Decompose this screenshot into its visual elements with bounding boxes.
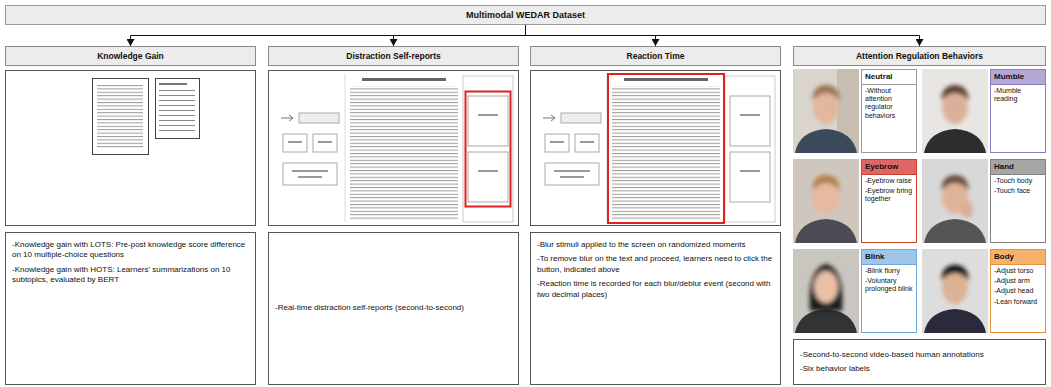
behavior-description: -Lean forward (991, 298, 1045, 306)
category-header: Attention Regulation Behaviors (793, 46, 1046, 66)
behavior-name: Neutral (862, 70, 916, 85)
header-text: Reaction Time (627, 51, 685, 61)
behavior-description: -Touch face (991, 187, 1045, 195)
description-box: -Blur stimuli applied to the screen on r… (530, 232, 781, 385)
reaction-time-screenshot (531, 71, 781, 226)
dataset-box: Multimodal WEDAR Dataset (5, 5, 1046, 25)
behavior-name: Hand (991, 160, 1045, 175)
behavior-description: -Mumble reading (991, 87, 1045, 104)
behavior-name: Mumble (991, 70, 1045, 85)
header-text: Knowledge Gain (97, 51, 164, 61)
connector-arrow (131, 25, 526, 46)
behavior-name: Body (991, 250, 1045, 265)
category-header: Knowledge Gain (5, 46, 256, 66)
participant-photo (922, 159, 988, 243)
description-box: -Real-time distraction self-reports (sec… (268, 232, 519, 385)
behavior-name: Eyebrow (862, 160, 916, 175)
connector-arrow (394, 25, 526, 46)
quiz-sheets-panel (6, 71, 256, 226)
behavior-name: Blink (862, 250, 916, 265)
description-text: -To remove blur on the text and proceed,… (537, 254, 774, 275)
behavior-label-box: Neutral -Without attention regulator beha… (861, 69, 917, 153)
description-text: -Reaction time is recorded for each blur… (537, 279, 774, 300)
description-text: -Blur stimuli applied to the screen on r… (537, 240, 774, 250)
participant-photo (922, 69, 988, 153)
box-title: Multimodal WEDAR Dataset (466, 10, 585, 20)
behavior-label-box: Body -Adjust torso -Adjust arm -Adjust head… (990, 249, 1046, 333)
behavior-description: -Adjust head (991, 287, 1045, 295)
behavior-description: -Without attention regulator behaviors (862, 87, 916, 121)
connector-arrow (526, 25, 920, 46)
description-text: -Real-time distraction self-reports (sec… (275, 303, 512, 313)
behavior-label-box: Eyebrow -Eyebrow raise -Eyebrow bring toge… (861, 159, 917, 243)
behavior-description: -Adjust arm (991, 277, 1045, 285)
description-text: -Knowledge gain with LOTS: Pre-post know… (12, 240, 249, 261)
description-text: -Second-to-second video-based human anno… (800, 350, 1039, 360)
behavior-label-box: Mumble -Mumble reading (990, 69, 1046, 153)
self-report-screenshot (269, 71, 519, 226)
participant-photo (793, 249, 859, 333)
description-text: -Knowledge gain with HOTS: Learners' sum… (12, 265, 249, 286)
category-header: Distraction Self-reports (268, 46, 519, 66)
participant-photo (922, 249, 988, 333)
behavior-description: -Eyebrow bring together (862, 187, 916, 204)
behavior-label-box: Hand -Touch body -Touch face (990, 159, 1046, 243)
behavior-description: -Adjust torso (991, 267, 1045, 275)
behavior-description: -Eyebrow raise (862, 177, 916, 185)
behavior-label-box: Blink -Blink flurry -Voluntary prolonged b… (861, 249, 917, 333)
description-box: -Second-to-second video-based human anno… (793, 339, 1046, 385)
category-header: Reaction Time (530, 46, 781, 66)
description-box: -Knowledge gain with LOTS: Pre-post know… (5, 232, 256, 385)
behavior-description: -Blink flurry (862, 267, 916, 275)
behavior-description: -Voluntary prolonged blink (862, 277, 916, 294)
description-text: -Six behavior labels (800, 364, 1039, 374)
header-text: Distraction Self-reports (346, 51, 440, 61)
participant-photo (793, 159, 859, 243)
behavior-description: -Touch body (991, 177, 1045, 185)
participant-photo (793, 69, 859, 153)
header-text: Attention Regulation Behaviors (856, 51, 983, 61)
